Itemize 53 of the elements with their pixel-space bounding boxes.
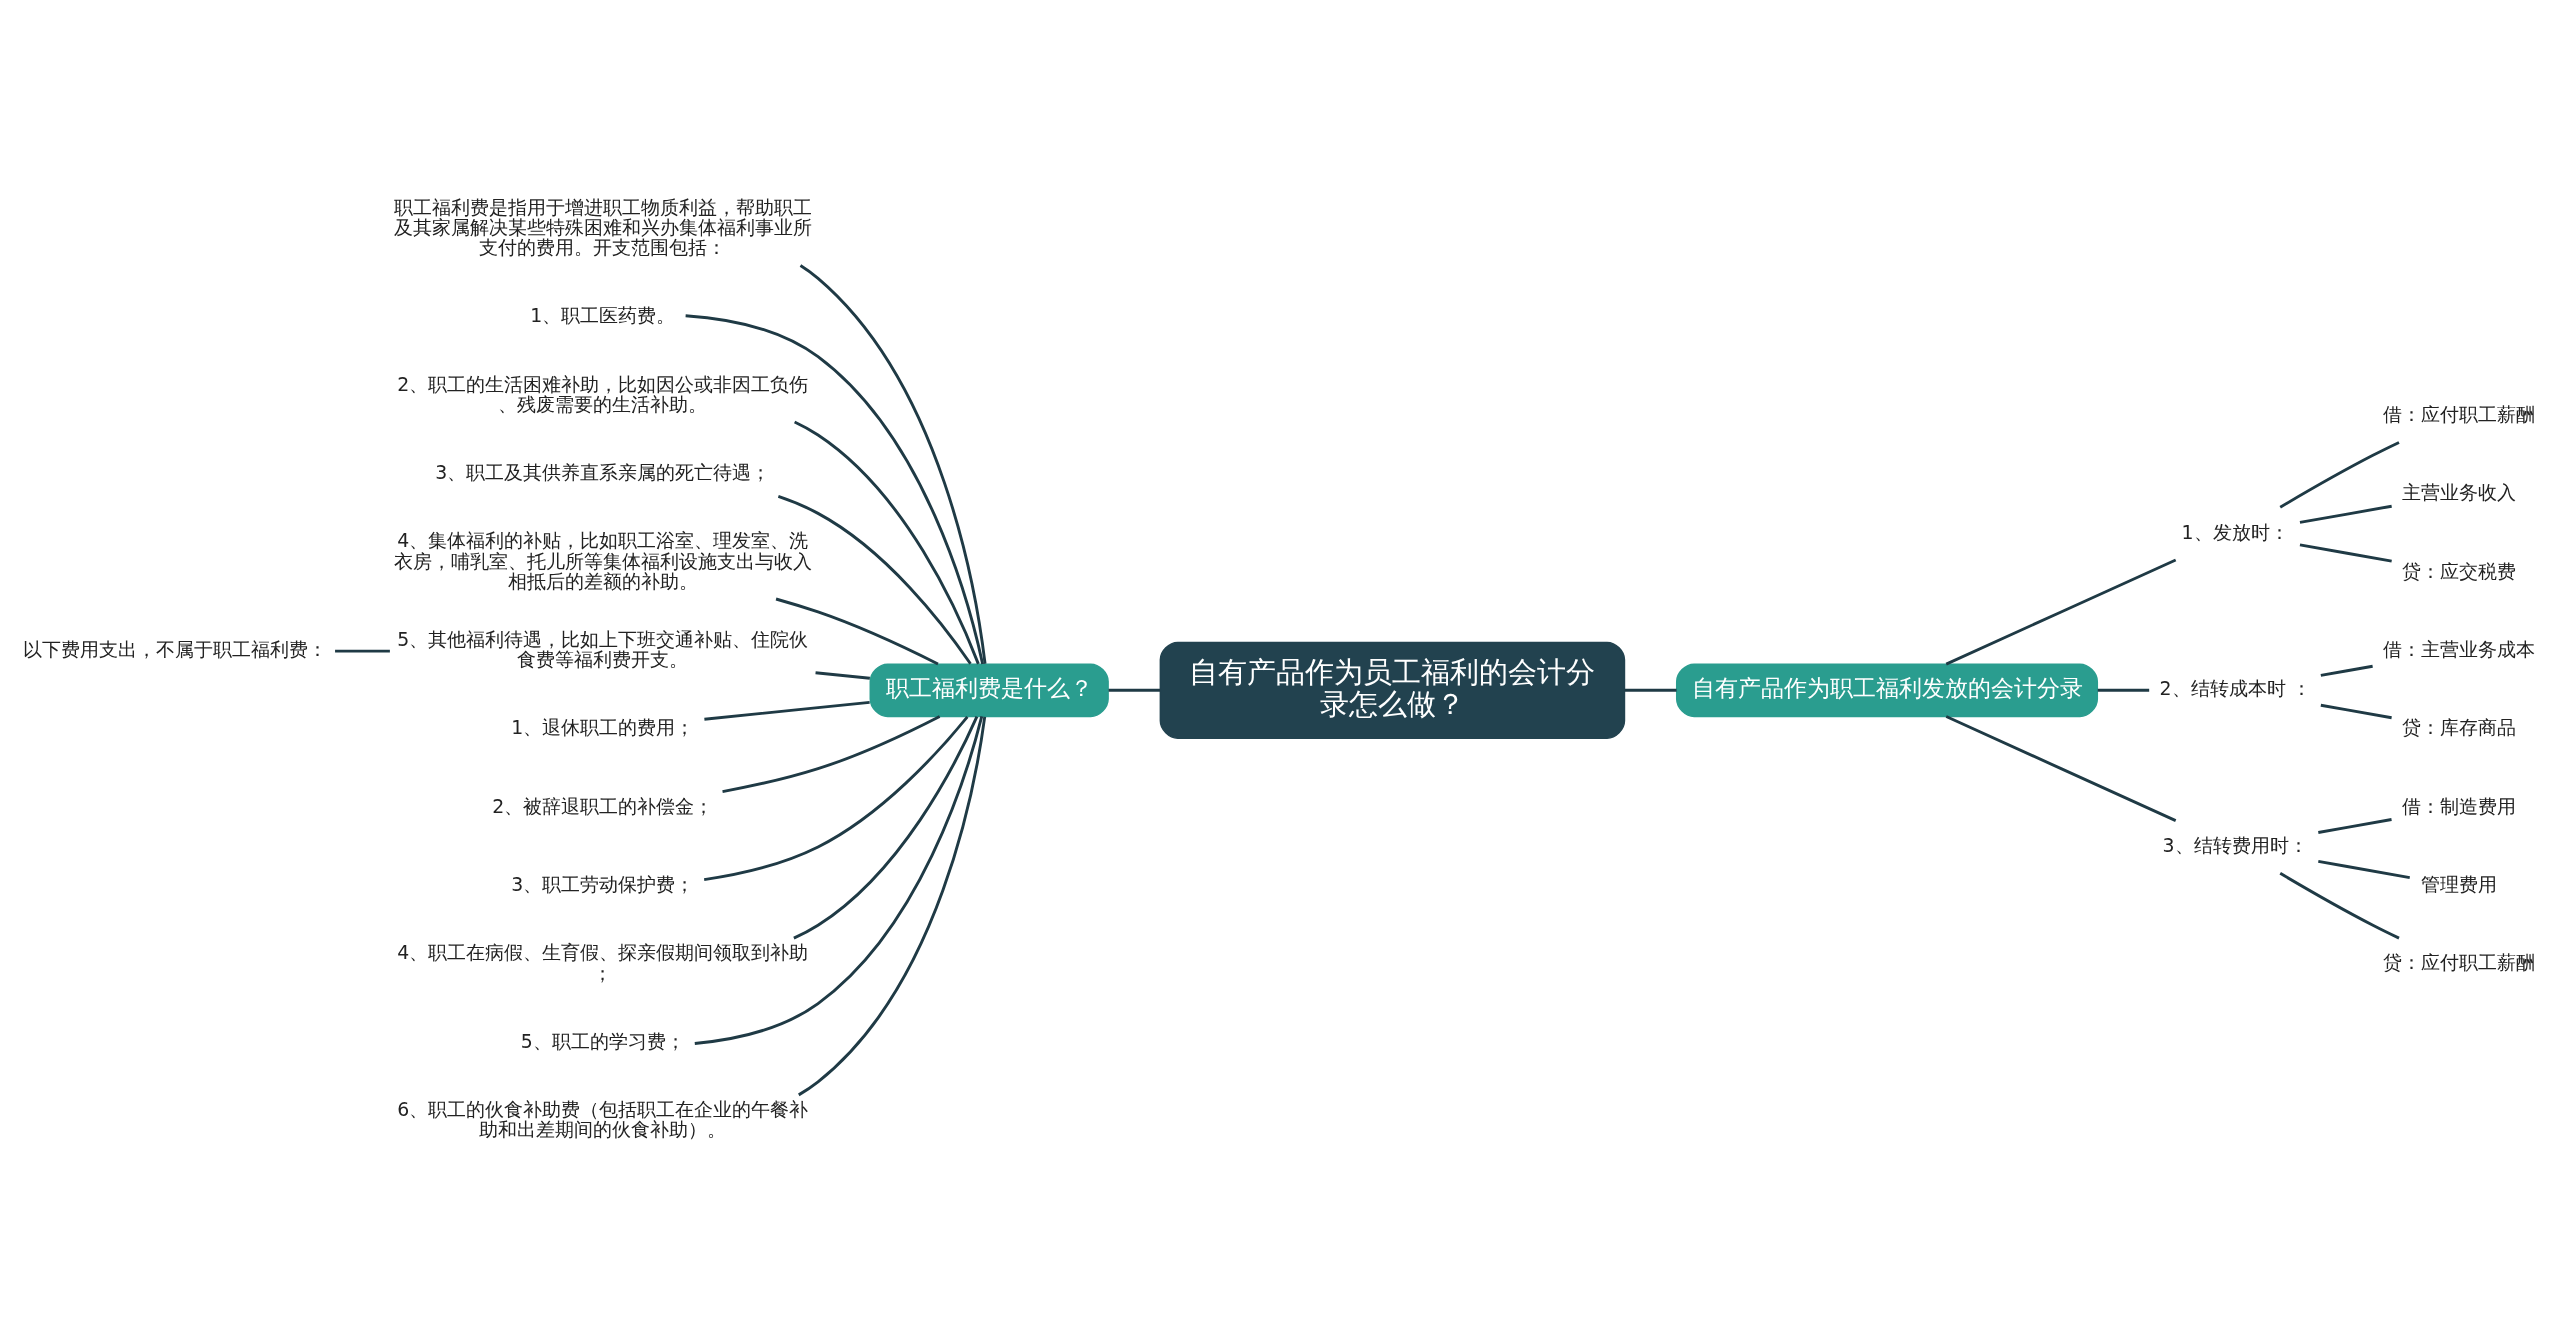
node-text: 贷：应付职工薪酬 (2383, 951, 2536, 973)
connector (1108, 688, 1161, 692)
connector (722, 714, 941, 793)
connector (798, 716, 987, 1096)
connector (799, 263, 987, 664)
node-text: 1、职工医药费。 (530, 304, 676, 326)
node-box: 自有产品作为职工福利发放的会计分录 (1675, 662, 2099, 717)
node-text: 贷：应交税费 (2402, 560, 2517, 582)
node-text: 3、职工及其供养直系亲属的死亡待遇； (435, 461, 771, 483)
node-text: 4、集体福利的补贴，比如职工浴室、理发室、洗衣房，哺乳室、托儿所等集体福利设施支出与收入相抵后的差额的补助。 (393, 529, 812, 592)
node-text: 3、职工劳动保护费； (511, 873, 695, 895)
connector (694, 715, 984, 1045)
connector (2097, 688, 2150, 692)
connector (2318, 817, 2392, 834)
node-text: 职工福利费是指用于增进职工物质利益，帮助职工及其家属解决某些特殊困难和兴办集体福利事业所支付的费用。开支范围包括： (393, 196, 812, 258)
connector (2279, 871, 2400, 939)
node-text: 借：主营业务成本 (2383, 638, 2536, 660)
node-text: 1、发放时： (2181, 521, 2289, 543)
node-text: 借：应付职工薪酬 (2383, 403, 2536, 425)
connector (703, 715, 969, 881)
connector (1624, 688, 1677, 692)
connector (2279, 440, 2400, 508)
node-text: 2、被辞退职工的补偿金； (492, 795, 714, 817)
connector (777, 494, 972, 665)
node-text: 贷：库存商品 (2402, 716, 2517, 738)
connector (793, 715, 979, 939)
connector (1945, 714, 2177, 822)
connector (1945, 558, 2177, 665)
node-box: 职工福利费是什么？ (869, 662, 1109, 717)
node-text: 以下费用支出，不属于职工福利费： (22, 638, 327, 660)
node-text: 4、职工在病假、生育假、探亲假期间领取到补助； (397, 941, 809, 984)
connector (704, 700, 870, 721)
connector (2320, 703, 2392, 719)
connector (2320, 664, 2373, 677)
connector (2318, 859, 2410, 879)
node-text: 3、结转费用时： (2162, 834, 2308, 856)
connector (685, 313, 985, 664)
node-text: 5、职工的学习费； (520, 1030, 685, 1052)
connector (335, 649, 390, 653)
connector (815, 670, 870, 680)
node-text: 1、退休职工的费用； (511, 716, 695, 738)
node-text: 5、其他福利待遇，比如上下班交通补贴、住院伙食费等福利费开支。 (397, 628, 809, 670)
connector (2299, 504, 2392, 524)
node-text: 2、职工的生活困难补助，比如因公或非因工负伤、残废需要的生活补助。 (397, 373, 809, 415)
node-text: 2、结转成本时 ： (2159, 677, 2311, 699)
node-text: 主营业务收入 (2402, 481, 2517, 503)
connector (2299, 542, 2392, 563)
connector (794, 420, 980, 664)
node-text: 6、职工的伙食补助费（包括职工在企业的午餐补助和出差期间的伙食补助）。 (397, 1098, 809, 1140)
connector (775, 597, 939, 665)
node-box: 自有产品作为员工福利的会计分录怎么做？ (1159, 641, 1626, 739)
node-text: 借：制造费用 (2402, 795, 2517, 817)
node-text: 管理费用 (2421, 873, 2498, 895)
